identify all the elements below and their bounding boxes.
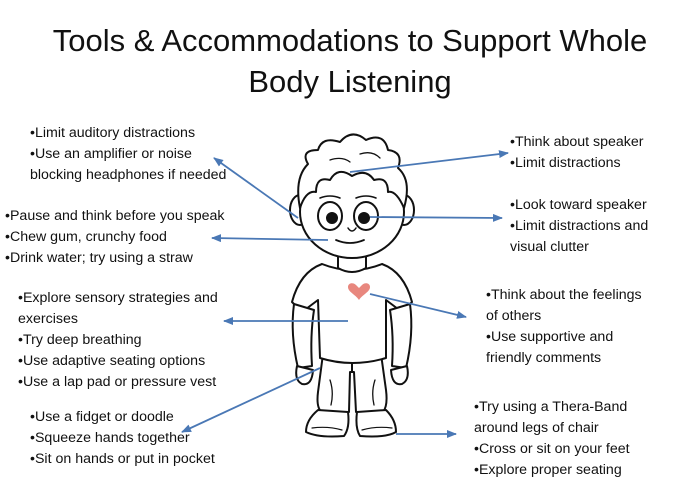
title-line-1: Tools & Accommodations to Support Whole bbox=[52, 23, 648, 58]
note-mouth: •Pause and think before you speak •Chew … bbox=[5, 206, 225, 269]
note-ears-line: •Limit auditory distractions bbox=[30, 125, 196, 141]
note-ears-line: •Use an amplifier or noise bbox=[30, 146, 192, 162]
note-heart-line: •Think about the feelings bbox=[486, 287, 642, 303]
arrow-ears bbox=[213, 157, 299, 219]
left-arm bbox=[291, 303, 315, 369]
note-hands: •Use a fidget or doodle •Squeeze hands t… bbox=[30, 407, 215, 470]
title-line-2: Body Listening bbox=[248, 64, 452, 99]
note-ears-line: blocking headphones if needed bbox=[30, 167, 227, 183]
note-hands-line: •Squeeze hands together bbox=[30, 430, 190, 446]
note-feet-line: •Try using a Thera-Band bbox=[474, 399, 628, 415]
note-heart: •Think about the feelings of others •Use… bbox=[486, 285, 642, 369]
right-shoe bbox=[355, 409, 397, 438]
arrow-hands bbox=[181, 367, 321, 433]
heart-icon bbox=[348, 283, 370, 300]
note-brain: •Think about speaker •Limit distractions bbox=[510, 132, 644, 174]
note-eyes-line: visual clutter bbox=[510, 239, 589, 255]
note-brain-line: •Think about speaker bbox=[510, 134, 644, 150]
note-eyes-line: •Look toward speaker bbox=[510, 197, 647, 213]
page-title: Tools & Accommodations to Support Whole … bbox=[0, 20, 700, 102]
note-body-line: •Explore sensory strategies and bbox=[18, 290, 218, 306]
note-brain-line: •Limit distractions bbox=[510, 155, 621, 171]
note-feet-line: around legs of chair bbox=[474, 420, 599, 436]
note-heart-line: of others bbox=[486, 308, 542, 324]
note-body: •Explore sensory strategies and exercise… bbox=[18, 288, 218, 393]
note-body-line: •Use adaptive seating options bbox=[18, 353, 206, 369]
note-feet-line: •Cross or sit on your feet bbox=[474, 441, 630, 457]
note-heart-line: friendly comments bbox=[486, 350, 602, 366]
pants bbox=[316, 353, 388, 413]
arrow-mouth bbox=[211, 234, 329, 243]
mouth bbox=[335, 239, 365, 244]
arrow-brain bbox=[349, 150, 509, 173]
note-mouth-line: •Chew gum, crunchy food bbox=[5, 229, 167, 245]
arrow-heart bbox=[369, 293, 467, 319]
shirt bbox=[291, 263, 413, 364]
note-heart-line: •Use supportive and bbox=[486, 329, 614, 345]
note-ears: •Limit auditory distractions •Use an amp… bbox=[30, 123, 226, 186]
note-hands-line: •Use a fidget or doodle bbox=[30, 409, 174, 425]
note-mouth-line: •Drink water; try using a straw bbox=[5, 250, 193, 266]
right-hand bbox=[390, 365, 409, 386]
left-shoe bbox=[305, 409, 350, 438]
note-eyes: •Look toward speaker •Limit distractions… bbox=[510, 195, 648, 258]
note-body-line: •Try deep breathing bbox=[18, 332, 142, 348]
note-feet-line: •Explore proper seating bbox=[474, 462, 622, 478]
arrow-eyes bbox=[369, 213, 503, 222]
right-arm bbox=[389, 303, 413, 369]
note-hands-line: •Sit on hands or put in pocket bbox=[30, 451, 215, 467]
note-mouth-line: •Pause and think before you speak bbox=[5, 208, 225, 224]
note-eyes-line: •Limit distractions and bbox=[510, 218, 649, 234]
connector-arrows bbox=[181, 150, 509, 438]
note-feet: •Try using a Thera-Band around legs of c… bbox=[474, 397, 630, 481]
note-body-line: exercises bbox=[18, 311, 78, 327]
note-body-line: •Use a lap pad or pressure vest bbox=[18, 374, 217, 390]
